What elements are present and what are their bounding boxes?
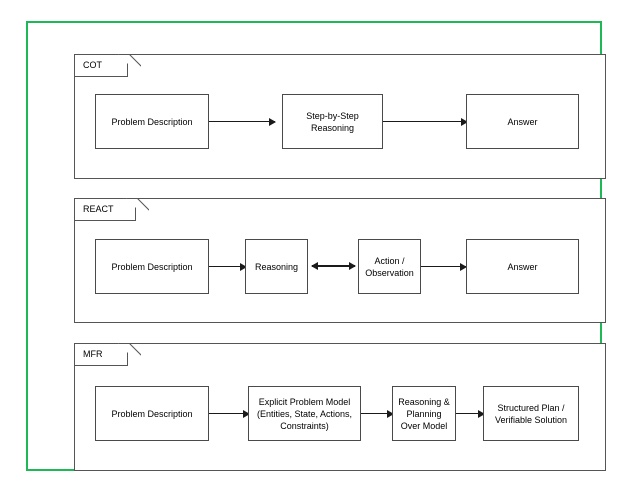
mfr-node-explicit-problem-model: Explicit Problem Model (Entities, State,… xyxy=(248,386,361,441)
cot-arrow-reasoning-to-answer xyxy=(383,117,468,126)
react-arrow-problem-to-reasoning xyxy=(209,262,247,271)
mfr-arrow-problem-to-model xyxy=(209,409,250,418)
mfr-node-problem-description: Problem Description xyxy=(95,386,209,441)
diagram-outer-border: COT Problem Description Step-by-Step Rea… xyxy=(26,21,606,471)
panel-cot-tab: COT xyxy=(74,54,128,77)
panel-cot: COT Problem Description Step-by-Step Rea… xyxy=(74,54,606,179)
mfr-node-reasoning-planning-over-model: Reasoning & Planning Over Model xyxy=(392,386,456,441)
cot-node-answer: Answer xyxy=(466,94,579,149)
react-node-action-observation: Action / Observation xyxy=(358,239,421,294)
panel-react: REACT Problem Description Reasoning Acti… xyxy=(74,198,606,323)
cot-node-step-by-step-reasoning: Step-by-Step Reasoning xyxy=(282,94,383,149)
mfr-arrow-reasoning-to-plan xyxy=(456,409,485,418)
panel-react-tab: REACT xyxy=(74,198,136,221)
cot-node-problem-description: Problem Description xyxy=(95,94,209,149)
panel-mfr-tab: MFR xyxy=(74,343,128,366)
react-node-reasoning: Reasoning xyxy=(245,239,308,294)
react-arrow-action-to-answer xyxy=(421,262,467,271)
react-node-problem-description: Problem Description xyxy=(95,239,209,294)
panel-mfr: MFR Problem Description Explicit Problem… xyxy=(74,343,606,471)
panel-cot-tab-label: COT xyxy=(83,60,102,70)
mfr-node-structured-plan: Structured Plan / Verifiable Solution xyxy=(483,386,579,441)
react-arrow-reasoning-action-loop xyxy=(311,262,356,270)
panel-react-tab-label: REACT xyxy=(83,204,114,214)
react-node-answer: Answer xyxy=(466,239,579,294)
cot-arrow-problem-to-reasoning xyxy=(209,117,276,126)
panel-mfr-tab-label: MFR xyxy=(83,349,103,359)
panel-react-tab-diagonal xyxy=(136,198,149,211)
mfr-arrow-model-to-reasoning xyxy=(361,409,394,418)
panel-cot-tab-diagonal xyxy=(128,54,141,67)
panel-mfr-tab-diagonal xyxy=(128,343,141,356)
